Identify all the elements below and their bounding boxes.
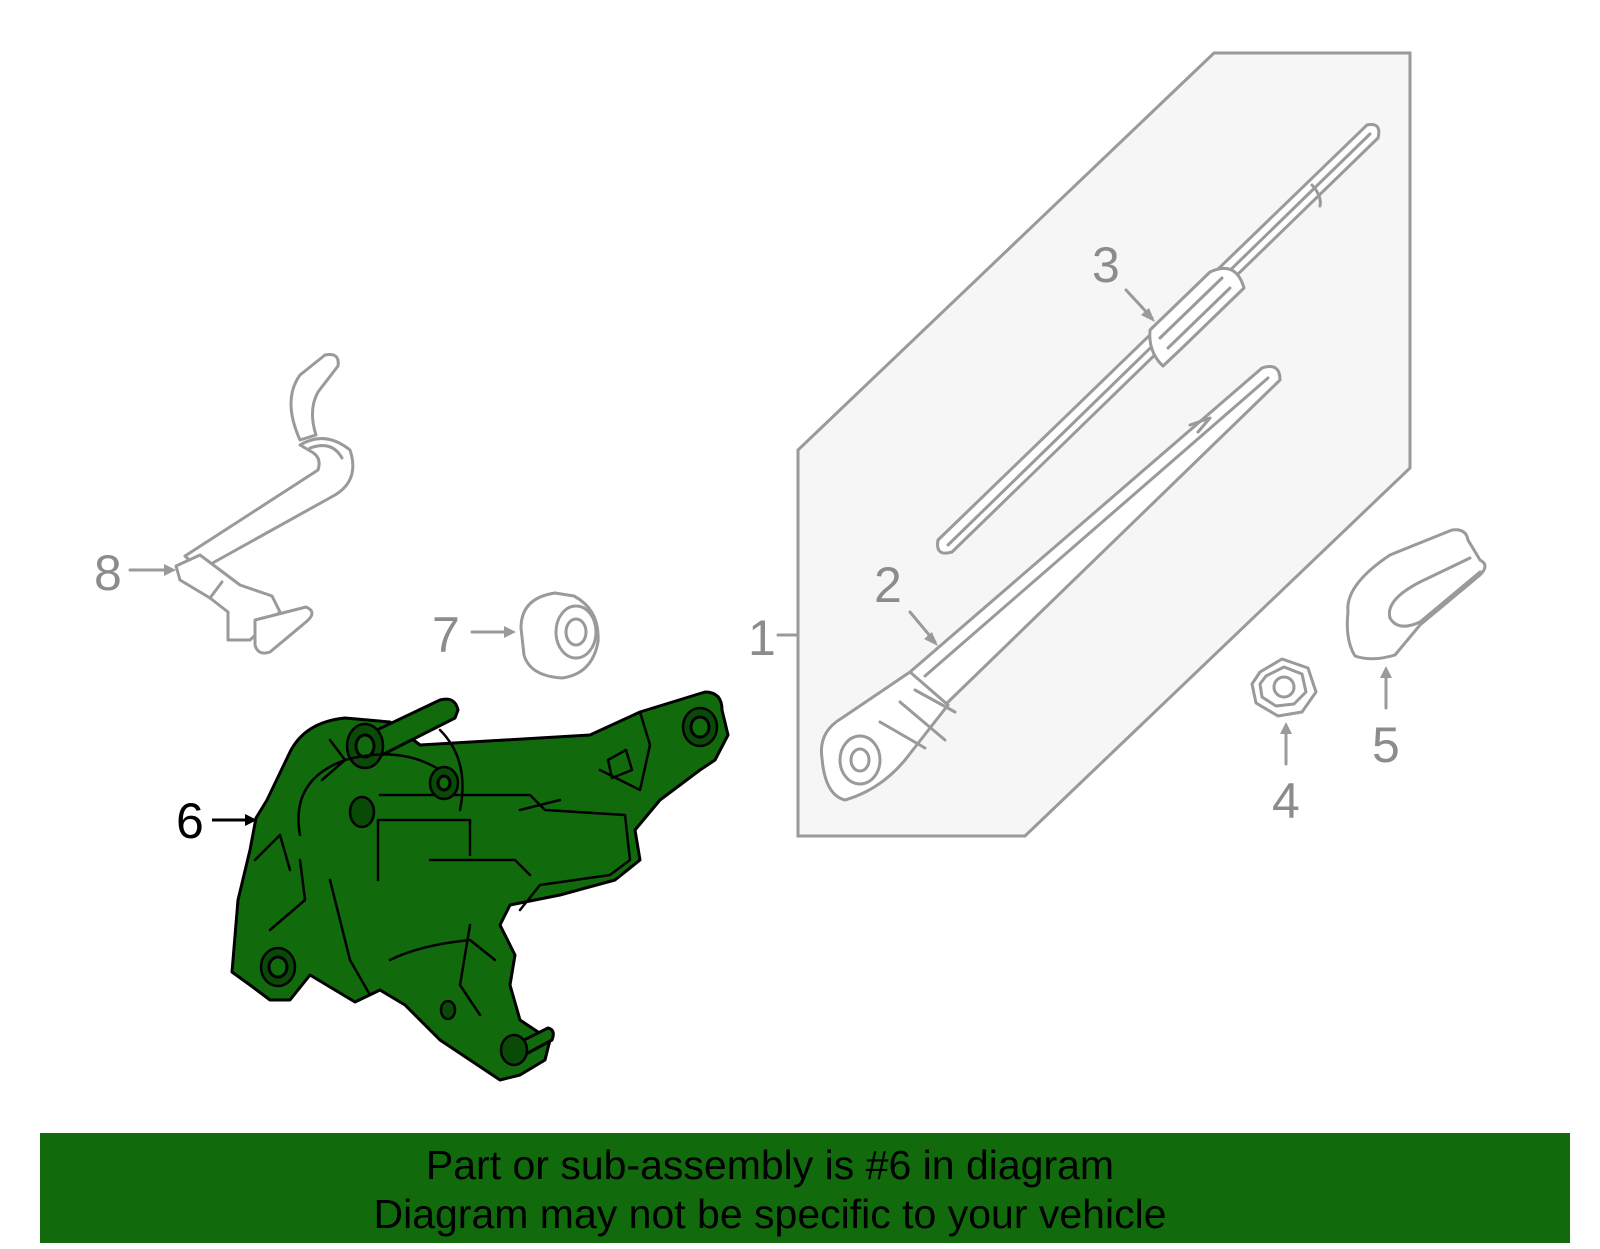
grommet-part (519, 591, 600, 680)
wiper-motor-part (230, 690, 730, 1082)
banner-line-1: Part or sub-assembly is #6 in diagram (425, 1142, 1115, 1188)
callout-3: 3 (1092, 237, 1120, 293)
callout-8: 8 (94, 545, 122, 601)
callout-5: 5 (1372, 717, 1400, 773)
info-banner: Part or sub-assembly is #6 in diagram Di… (40, 1133, 1570, 1243)
nut-part (1250, 657, 1318, 718)
callout-4: 4 (1272, 773, 1300, 829)
banner-line-2: Diagram may not be specific to your vehi… (373, 1191, 1167, 1237)
leader-lines (128, 288, 1392, 826)
wiper-arm-part (819, 365, 1282, 802)
wiper-arm-cap-part (1345, 528, 1487, 661)
callout-7: 7 (432, 607, 460, 663)
wiper-blade-part (936, 123, 1381, 555)
callout-6: 6 (176, 793, 204, 849)
callout-2: 2 (874, 557, 902, 613)
callout-1: 1 (748, 610, 776, 666)
washer-hose-part (174, 353, 355, 655)
